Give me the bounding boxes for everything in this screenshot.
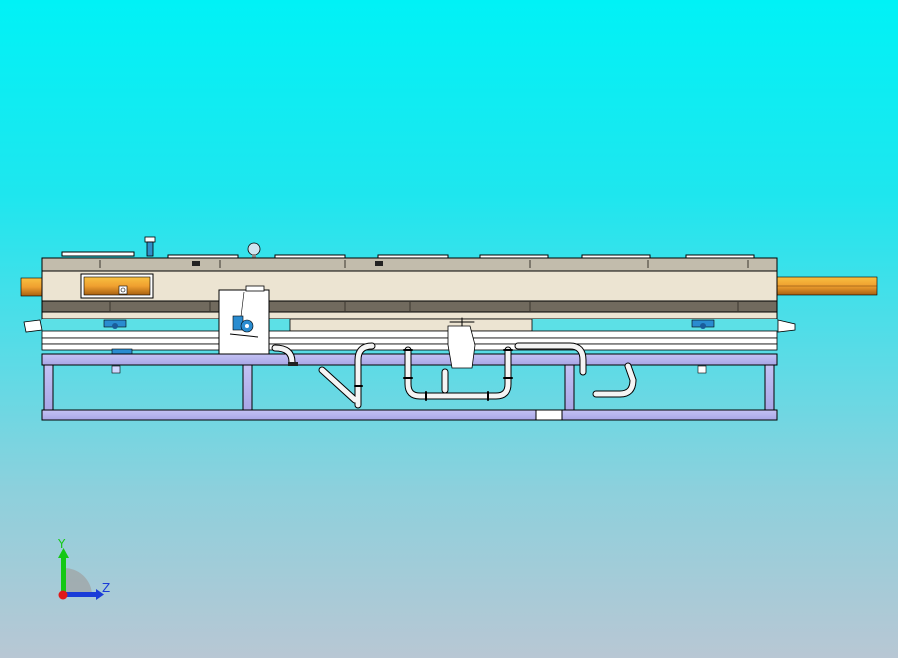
inspection-window [80,273,154,299]
heater-rod-left [20,277,44,297]
pressure-gauge [247,242,261,258]
z-axis-label: Z [102,581,111,595]
top-lids [61,251,755,259]
triad-plane-icon [63,567,92,594]
x-axis-origin-icon [58,590,68,600]
y-axis-label: Y [58,537,66,551]
y-axis-arrow-icon [58,548,69,594]
piping [271,317,637,409]
z-axis-arrow-icon [63,589,104,600]
top-valve [144,236,156,257]
coordinate-triad[interactable] [48,536,118,606]
heater-rod-right [776,276,878,296]
control-box [218,285,270,355]
